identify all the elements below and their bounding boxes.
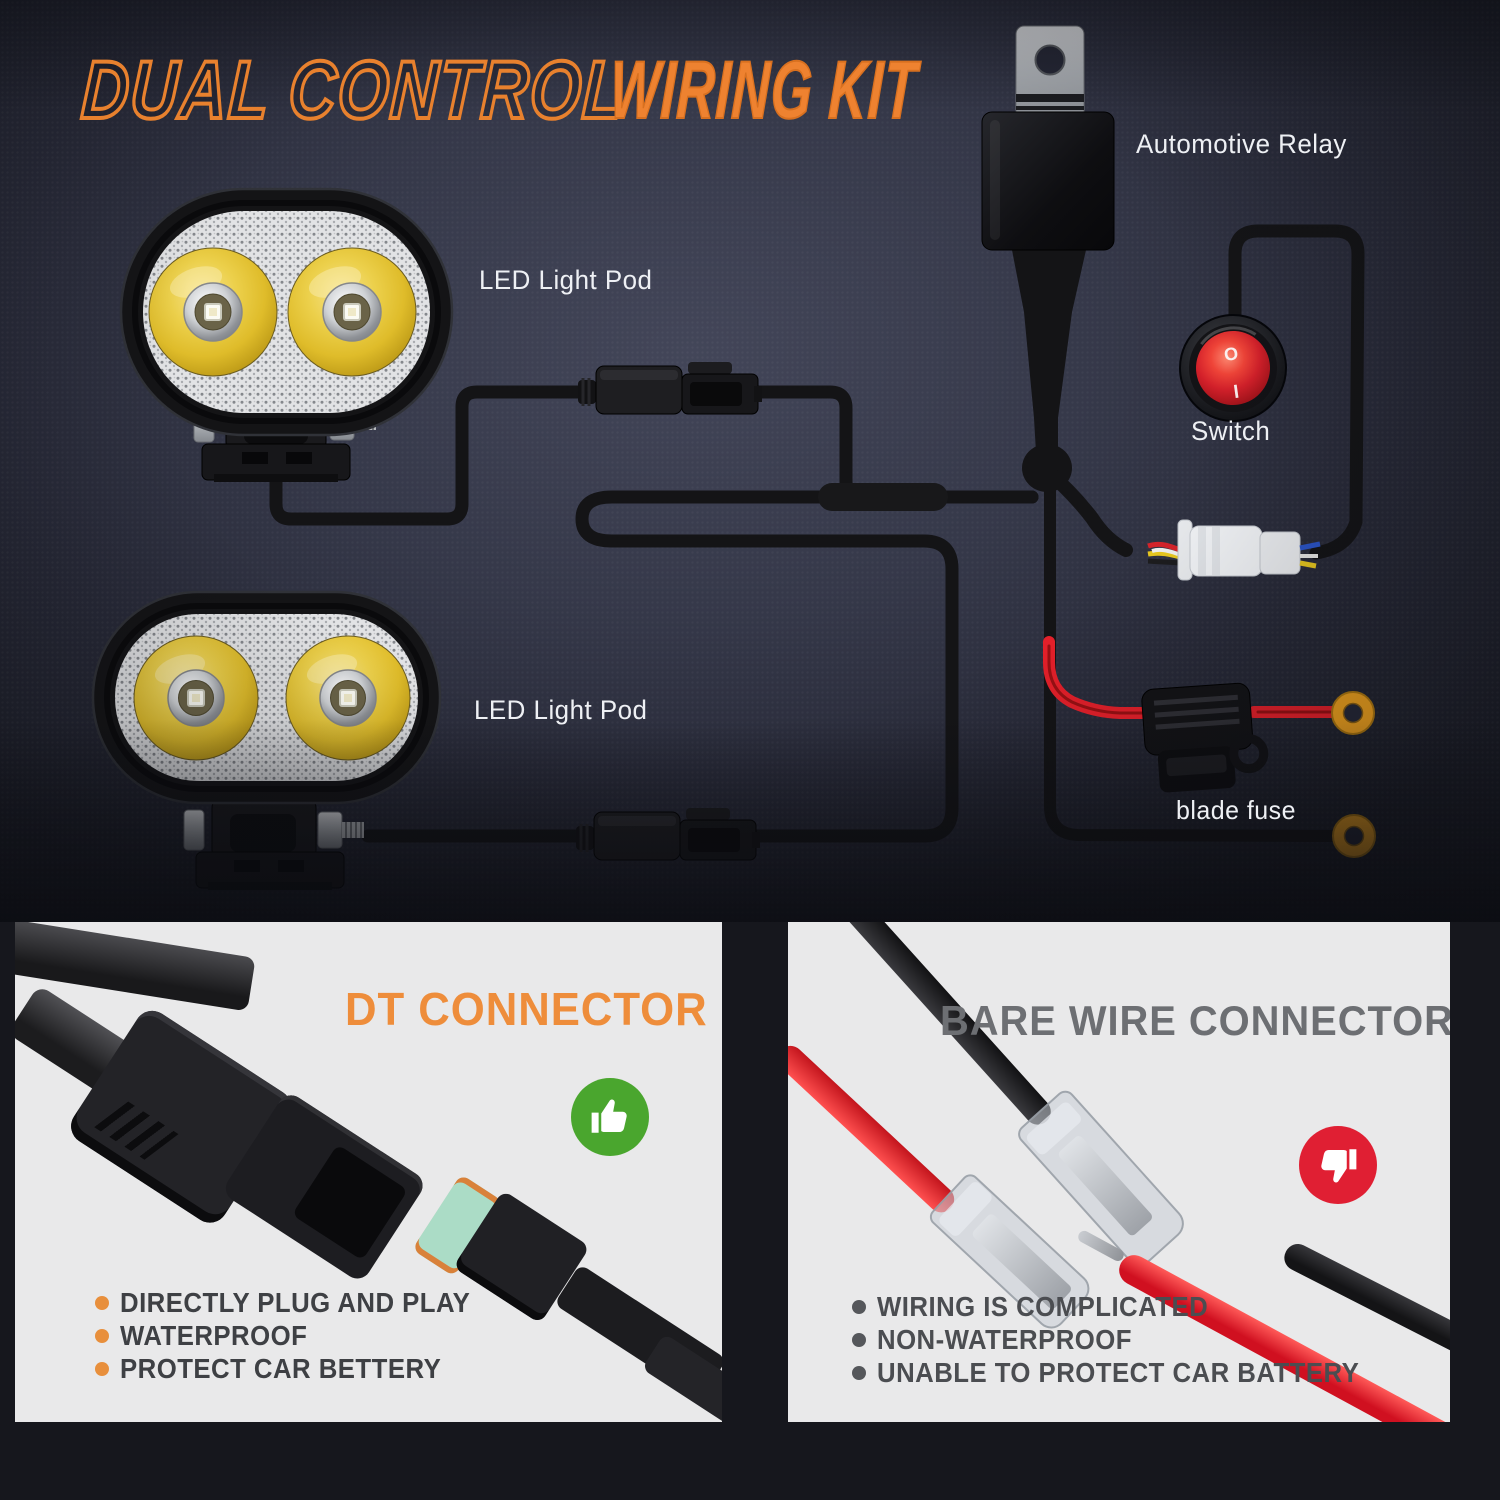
bullet-dot xyxy=(95,1328,109,1343)
relay-cable xyxy=(1012,250,1086,452)
bullet-dot xyxy=(95,1295,109,1310)
led-pod-top xyxy=(119,187,454,482)
connector-mouth xyxy=(291,1144,409,1261)
switch-connector xyxy=(1039,463,1321,581)
bare-wire-panel: BARE WIRE CONNECTOR WIRING IS COMPLICATE… xyxy=(788,922,1450,1422)
dt-connector-title: DT CONNECTOR xyxy=(345,983,708,1035)
connector-vents xyxy=(94,1101,179,1160)
list-item: WATERPROOF xyxy=(95,1319,501,1352)
switch-off-marking: O xyxy=(1223,343,1240,365)
bare-wire-points: WIRING IS COMPLICATED NON-WATERPROOF UNA… xyxy=(852,1290,1401,1389)
pod-lens xyxy=(285,635,411,761)
bullet-label: DIRECTLY PLUG AND PLAY xyxy=(120,1286,471,1318)
thumbs-down-icon xyxy=(1321,1149,1357,1183)
list-item: WIRING IS COMPLICATED xyxy=(852,1290,1401,1323)
list-item: PROTECT CAR BETTERY xyxy=(95,1352,501,1385)
pod-lens xyxy=(287,247,417,377)
pod-mount-bracket xyxy=(183,795,364,890)
bare-wire-title: BARE WIRE CONNECTOR xyxy=(940,997,1450,1044)
dt-connector-points: DIRECTLY PLUG AND PLAY WATERPROOF PROTEC… xyxy=(95,1286,501,1385)
thumbs-up-badge xyxy=(571,1078,649,1156)
bullet-label: UNABLE TO PROTECT CAR BATTERY xyxy=(877,1356,1360,1388)
red-wire xyxy=(788,1040,960,1218)
pod-lens xyxy=(148,247,278,377)
bullet-label: WIRING IS COMPLICATED xyxy=(877,1290,1209,1322)
list-item: DIRECTLY PLUG AND PLAY xyxy=(95,1286,501,1319)
bullet-dot xyxy=(95,1361,109,1376)
list-item: UNABLE TO PROTECT CAR BATTERY xyxy=(852,1356,1401,1389)
pod-top-label: LED Light Pod xyxy=(479,265,653,295)
comparison-section: DT CONNECTOR DIRECTLY PLUG AND PLAY WATE… xyxy=(0,922,1500,1500)
blade-fuse-holder xyxy=(1141,682,1269,793)
dt-connector-panel: DT CONNECTOR DIRECTLY PLUG AND PLAY WATE… xyxy=(15,922,722,1422)
bullet-label: PROTECT CAR BETTERY xyxy=(120,1352,442,1384)
pod-lens xyxy=(133,635,259,761)
pod-bottom-label: LED Light Pod xyxy=(474,695,648,725)
automotive-relay xyxy=(981,25,1115,251)
ring-terminal-positive xyxy=(1331,691,1375,735)
relay-label: Automotive Relay xyxy=(1136,129,1347,159)
heat-shrink-sleeve xyxy=(818,483,948,511)
thumbs-up-icon xyxy=(591,1099,627,1133)
led-pod-bottom xyxy=(91,590,442,890)
pod-bottom-wire xyxy=(575,490,1039,843)
inline-dt-connector xyxy=(578,362,762,415)
fuse-label: blade fuse xyxy=(1176,795,1296,825)
bullet-label: WATERPROOF xyxy=(120,1319,308,1351)
bullet-dot xyxy=(852,1299,866,1314)
inline-dt-connector-2 xyxy=(574,806,762,862)
rocker-switch: O I xyxy=(1179,314,1287,422)
thumbs-down-badge xyxy=(1299,1126,1377,1204)
terminal-metal xyxy=(1056,1133,1155,1238)
list-item: NON-WATERPROOF xyxy=(852,1323,1401,1356)
page-title-outline: DUAL CONTROL xyxy=(77,43,628,138)
bullet-dot xyxy=(852,1332,866,1347)
bullet-label: NON-WATERPROOF xyxy=(877,1323,1132,1355)
switch-label: Switch xyxy=(1191,416,1271,446)
bullet-dot xyxy=(852,1365,866,1380)
ring-terminal-negative xyxy=(1332,814,1376,858)
wiring-diagram-section: O I xyxy=(0,0,1500,922)
pod-top-wire-2 xyxy=(749,385,1039,504)
relay-mount-hole xyxy=(1034,44,1066,76)
page-title-solid: WIRING KIT xyxy=(607,44,920,137)
